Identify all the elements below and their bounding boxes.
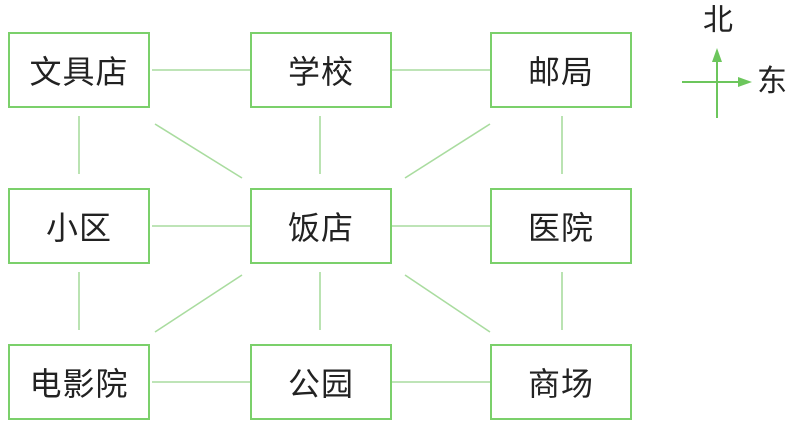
line-restaurant-mall xyxy=(404,274,491,333)
label-park: 公园 xyxy=(287,365,354,403)
label-residential-area: 小区 xyxy=(45,209,112,247)
label-stationery-store: 文具店 xyxy=(29,53,129,91)
label-post-office: 邮局 xyxy=(527,53,594,91)
box-restaurant: 饭店 xyxy=(250,188,392,264)
compass-east-label: 东 xyxy=(757,64,787,99)
box-stationery-store: 文具店 xyxy=(8,32,150,108)
box-hospital: 医院 xyxy=(490,188,632,264)
box-mall: 商场 xyxy=(490,344,632,420)
label-restaurant: 饭店 xyxy=(287,209,354,247)
box-park: 公园 xyxy=(250,344,392,420)
box-residential-area: 小区 xyxy=(8,188,150,264)
label-school: 学校 xyxy=(287,53,354,91)
box-cinema: 电影院 xyxy=(8,344,150,420)
north-arrow-icon xyxy=(712,48,722,62)
east-arrow-icon xyxy=(738,77,752,87)
line-restaurant-cinema xyxy=(154,274,243,333)
label-hospital: 医院 xyxy=(527,209,594,247)
box-school: 学校 xyxy=(250,32,392,108)
compass-north-label: 北 xyxy=(703,3,733,38)
label-cinema: 电影院 xyxy=(29,365,129,403)
compass xyxy=(682,48,752,118)
line-postoffice-restaurant xyxy=(404,123,491,179)
label-mall: 商场 xyxy=(527,365,594,403)
box-post-office: 邮局 xyxy=(490,32,632,108)
line-stationery-restaurant xyxy=(154,123,243,179)
